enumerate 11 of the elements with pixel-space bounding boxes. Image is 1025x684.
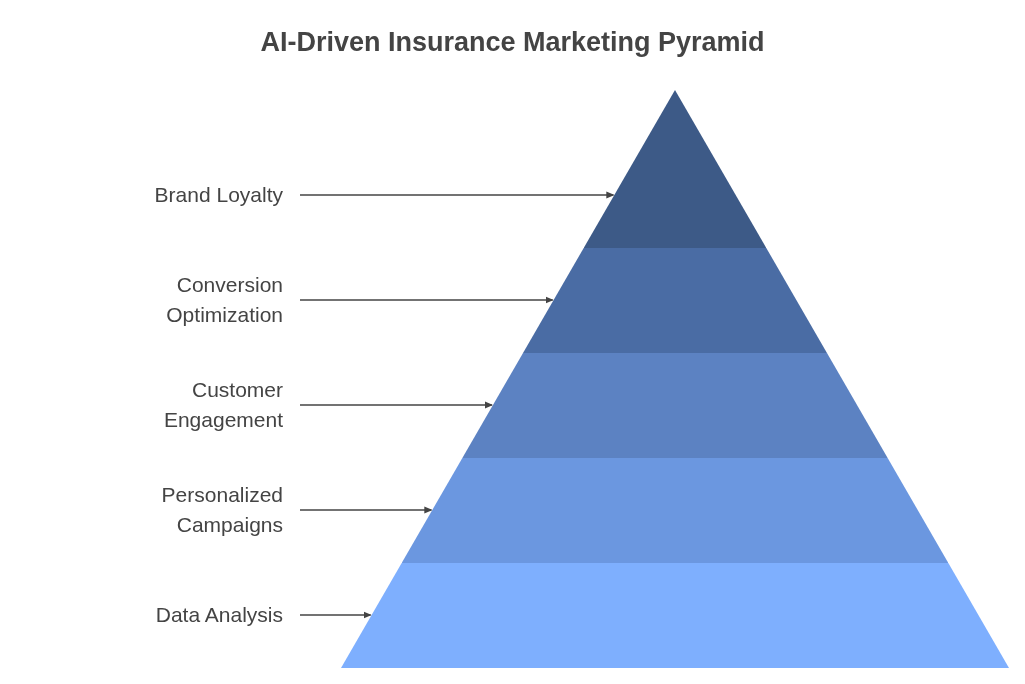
level-label: Conversion Optimization bbox=[165, 272, 283, 328]
arrow bbox=[299, 401, 493, 409]
arrow bbox=[299, 611, 372, 619]
level-label: Personalized Campaigns bbox=[160, 482, 283, 538]
level-label: Data Analysis bbox=[155, 602, 283, 628]
diagram-title: AI-Driven Insurance Marketing Pyramid bbox=[259, 26, 766, 59]
arrow bbox=[299, 506, 433, 514]
level-label: Customer Engagement bbox=[162, 377, 283, 433]
level-label: Brand Loyalty bbox=[154, 182, 283, 208]
arrow bbox=[299, 191, 615, 199]
arrow bbox=[299, 296, 554, 304]
